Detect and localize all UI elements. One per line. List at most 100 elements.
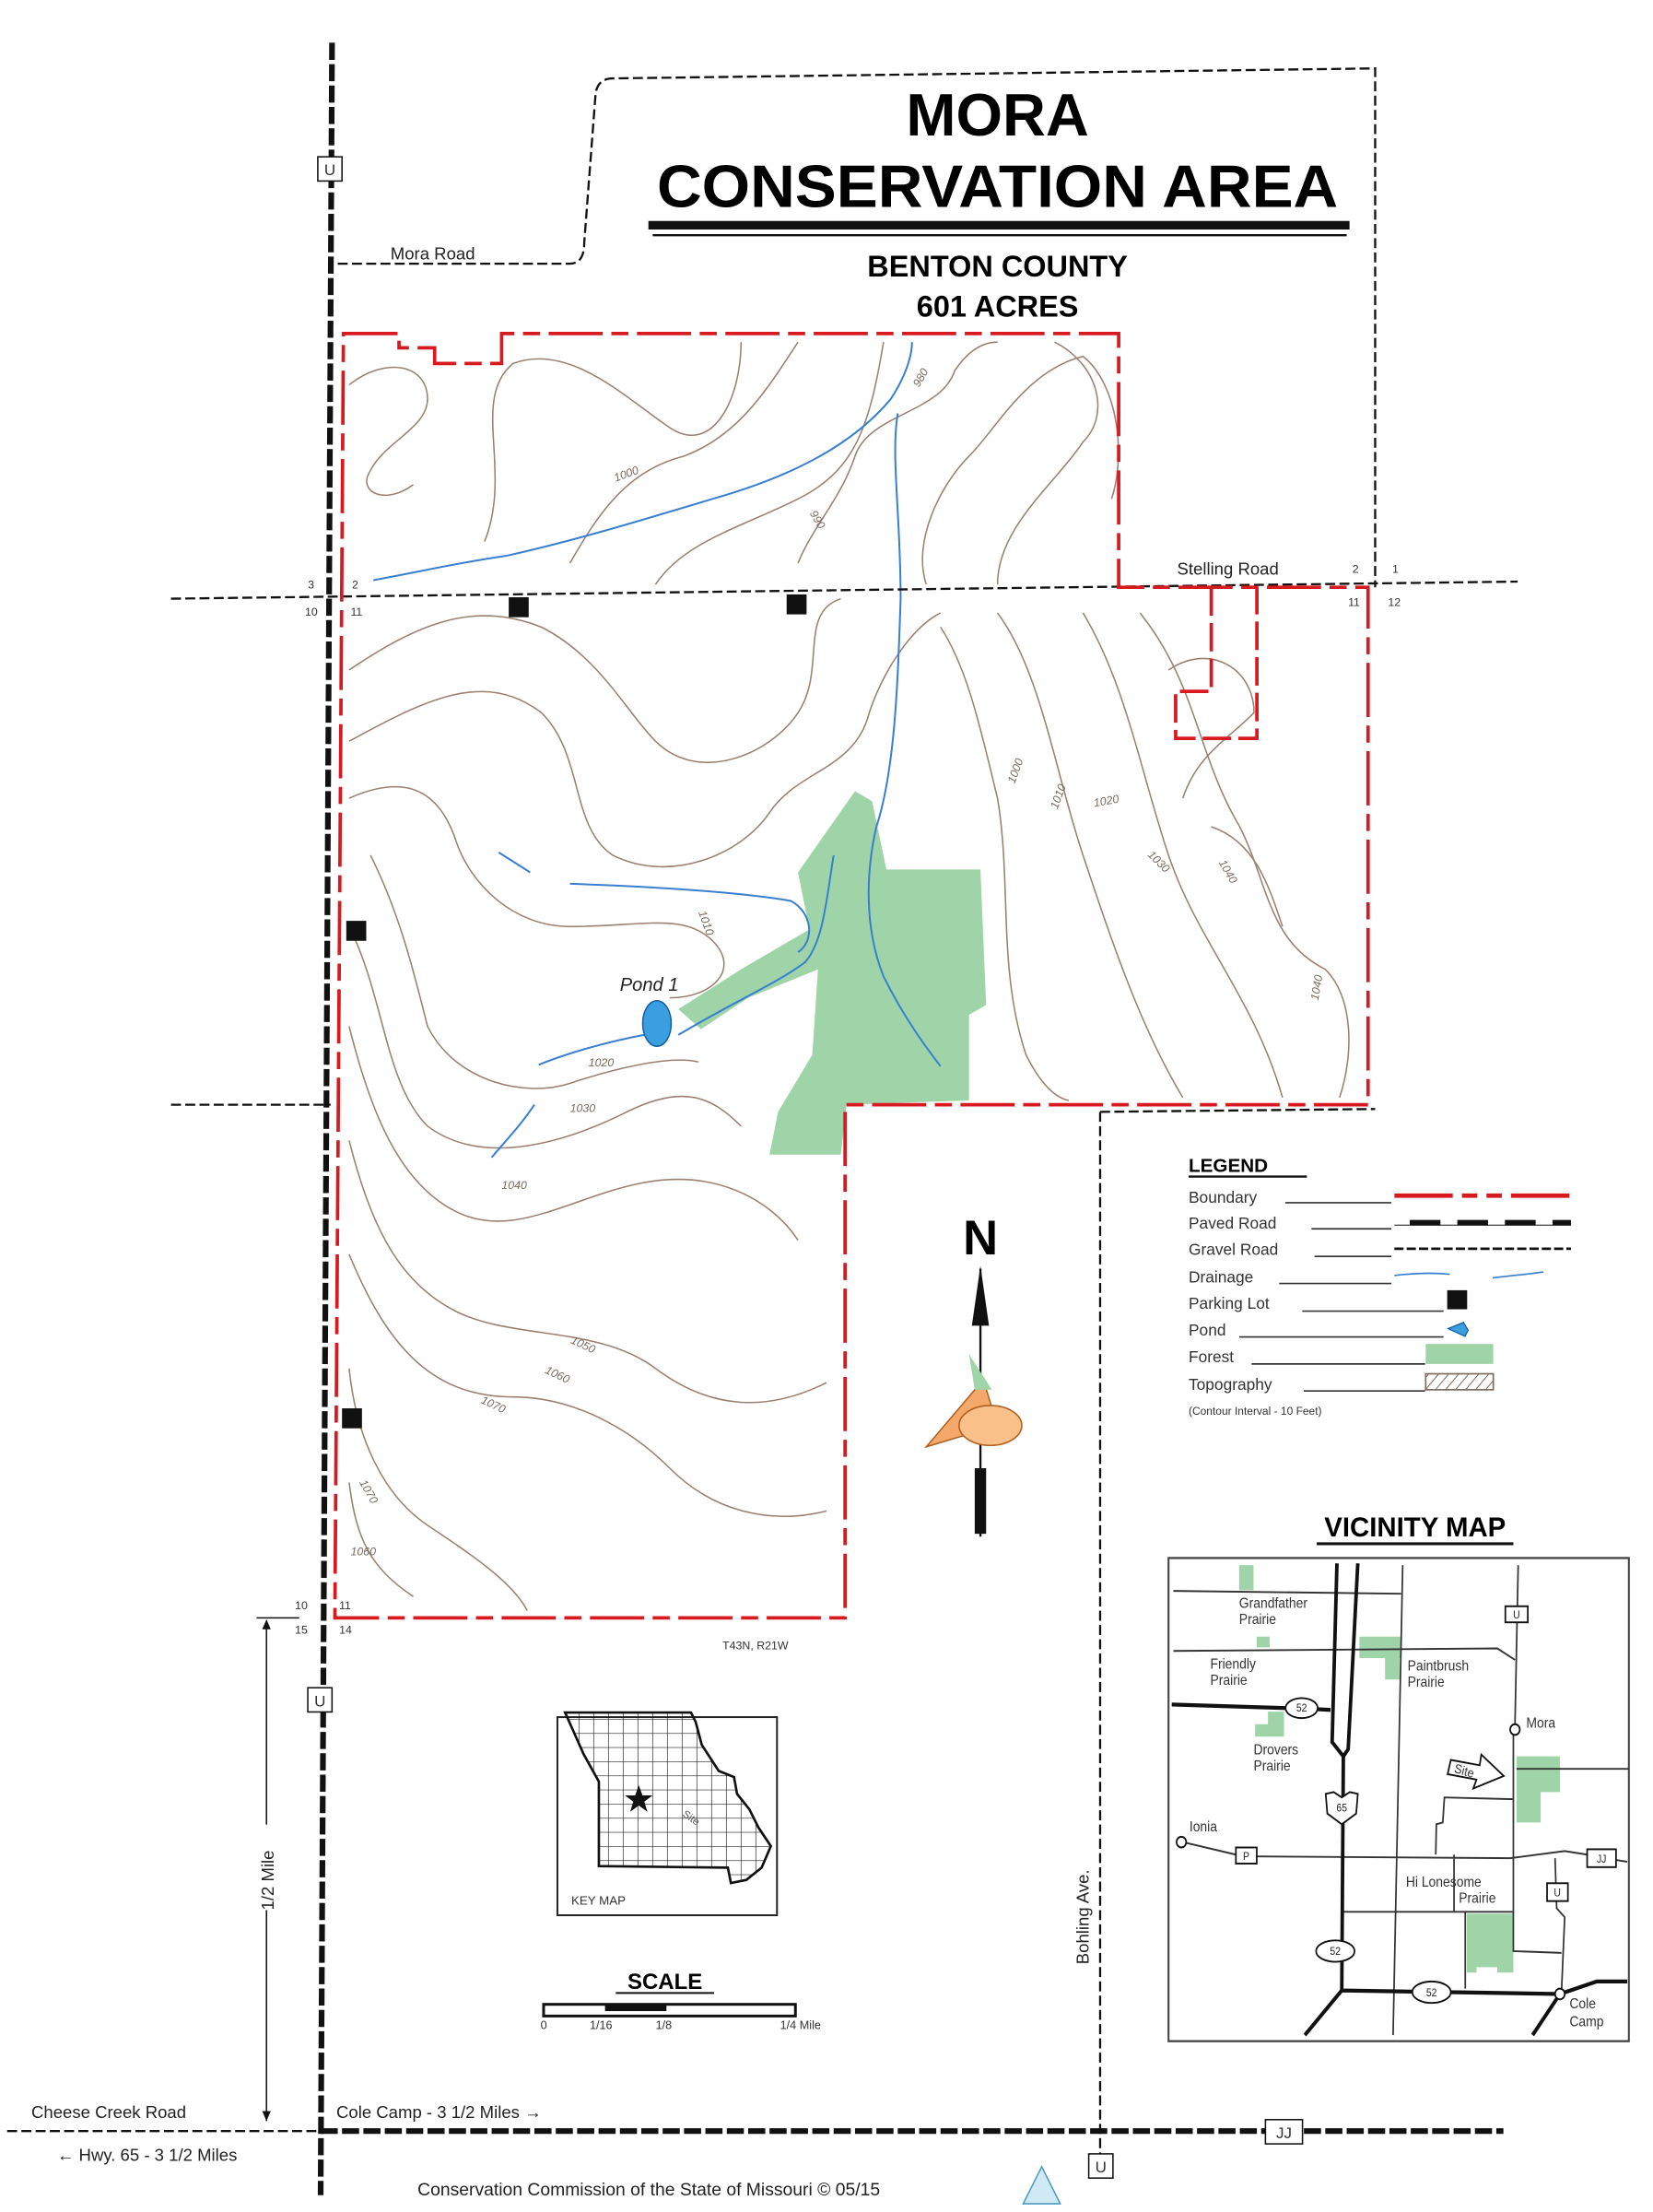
route-jj-shield: JJ — [1264, 2119, 1304, 2145]
vicinity-map-title: VICINITY MAP — [1324, 1512, 1506, 1543]
svg-text:52: 52 — [1296, 1703, 1307, 1715]
title-line1: MORA — [906, 81, 1088, 148]
stelling-road — [170, 580, 1518, 600]
parking-lot — [509, 597, 529, 618]
pond-label: Pond 1 — [620, 975, 679, 995]
svg-text:Prairie: Prairie — [1408, 1675, 1445, 1690]
drainage-streams — [373, 342, 942, 1159]
svg-text:Boundary: Boundary — [1189, 1188, 1258, 1206]
svg-text:Paved Road: Paved Road — [1189, 1214, 1276, 1232]
svg-text:Mora: Mora — [1526, 1716, 1555, 1732]
hwy65-direction: ← Hwy. 65 - 3 1/2 Miles — [57, 2146, 238, 2165]
parking-lot — [786, 594, 807, 615]
legend-pond-symbol — [1446, 1322, 1470, 1337]
route-u-shield: U — [317, 156, 343, 182]
pond — [641, 999, 673, 1047]
svg-text:Camp: Camp — [1569, 2015, 1603, 2030]
svg-text:15: 15 — [295, 1623, 308, 1636]
bohling-ave-label: Bohling Ave. — [1073, 1869, 1093, 1964]
stelling-road-label: Stelling Road — [1177, 559, 1278, 578]
area-boundary-notch — [1174, 587, 1259, 740]
route-u-shield: U — [307, 1687, 334, 1713]
svg-text:T43N, R21W: T43N, R21W — [722, 1639, 789, 1652]
svg-text:65: 65 — [1336, 1803, 1347, 1815]
svg-text:1000: 1000 — [612, 464, 640, 485]
svg-text:12: 12 — [1388, 595, 1401, 608]
svg-text:U: U — [324, 161, 335, 179]
svg-text:1000: 1000 — [1005, 757, 1026, 785]
svg-text:3: 3 — [308, 579, 314, 592]
svg-text:Cole: Cole — [1569, 1996, 1596, 2012]
legend-forest-symbol — [1425, 1344, 1494, 1364]
svg-text:Topography: Topography — [1189, 1375, 1272, 1394]
svg-text:SCALE: SCALE — [627, 1970, 702, 1994]
svg-text:Grandfather: Grandfather — [1239, 1596, 1307, 1612]
svg-text:Ionia: Ionia — [1190, 1819, 1218, 1835]
svg-text:U: U — [1553, 1888, 1561, 1900]
topography-contours — [348, 341, 1350, 1612]
svg-text:1040: 1040 — [1308, 974, 1326, 1002]
svg-text:0: 0 — [541, 2018, 547, 2031]
svg-text:Drainage: Drainage — [1189, 1268, 1253, 1287]
svg-text:980: 980 — [910, 366, 931, 389]
svg-text:11: 11 — [1348, 595, 1360, 608]
svg-text:Hi Lonesome: Hi Lonesome — [1406, 1876, 1482, 1891]
svg-text:1/2 Mile: 1/2 Mile — [258, 1850, 277, 1910]
svg-text:Gravel Road: Gravel Road — [1189, 1241, 1278, 1259]
svg-text:11: 11 — [350, 606, 362, 618]
gravel-road-mora — [337, 67, 1377, 588]
svg-text:10: 10 — [305, 606, 318, 618]
svg-text:KEY MAP: KEY MAP — [571, 1893, 626, 1907]
footer-credit: Conservation Commission of the State of … — [417, 2181, 880, 2200]
svg-text:10: 10 — [295, 1599, 308, 1612]
svg-text:Forest: Forest — [1189, 1347, 1234, 1366]
county-label: BENTON COUNTY — [867, 250, 1128, 283]
svg-text:Parking Lot: Parking Lot — [1189, 1294, 1270, 1312]
svg-text:1/16: 1/16 — [590, 2018, 613, 2031]
svg-text:Drovers: Drovers — [1253, 1743, 1298, 1759]
scale-bar: SCALE 0 1/16 1/8 1/4 Mile — [541, 1970, 821, 2031]
title-line2: CONSERVATION AREA — [657, 152, 1338, 219]
acreage-label: 601 ACRES — [917, 289, 1079, 323]
cole-camp-direction: Cole Camp - 3 1/2 Miles → — [336, 2102, 542, 2122]
svg-text:52: 52 — [1426, 1987, 1437, 1999]
svg-text:11: 11 — [339, 1599, 351, 1612]
mdc-logo-icon — [1022, 2165, 1061, 2205]
svg-text:Prairie: Prairie — [1459, 1891, 1495, 1907]
site-star-icon — [625, 1785, 653, 1812]
svg-text:P: P — [1243, 1852, 1249, 1864]
north-arrow: N — [924, 1211, 1023, 1537]
svg-text:2: 2 — [352, 579, 358, 592]
mdc-emblem-icon — [924, 1354, 1023, 1449]
parking-lot — [342, 1408, 362, 1429]
svg-text:N: N — [963, 1211, 998, 1265]
svg-text:1020: 1020 — [1093, 793, 1120, 810]
svg-text:1/4 Mile: 1/4 Mile — [780, 2018, 821, 2031]
svg-text:1040: 1040 — [1216, 857, 1240, 886]
svg-text:2: 2 — [1353, 563, 1359, 576]
svg-text:1060: 1060 — [544, 1363, 572, 1385]
svg-text:1040: 1040 — [501, 1179, 527, 1192]
svg-text:JJ: JJ — [1597, 1853, 1606, 1865]
mora-road-label: Mora Road — [391, 243, 475, 263]
svg-text:Prairie: Prairie — [1210, 1673, 1247, 1688]
svg-text:1060: 1060 — [350, 1545, 376, 1558]
svg-text:1010: 1010 — [696, 909, 717, 937]
svg-text:Friendly: Friendly — [1210, 1657, 1256, 1673]
svg-text:U: U — [314, 1692, 325, 1710]
half-mile-dimension: 1/2 Mile — [256, 1617, 299, 2122]
forest-area — [678, 791, 987, 1155]
svg-text:LEGEND: LEGEND — [1189, 1156, 1268, 1177]
svg-text:Pond: Pond — [1189, 1321, 1225, 1339]
svg-text:U: U — [1513, 1609, 1520, 1621]
route-u-shield: U — [1087, 2153, 1114, 2179]
svg-text:1/8: 1/8 — [656, 2018, 673, 2031]
cheese-creek-road-label: Cheese Creek Road — [31, 2102, 186, 2122]
parking-lot — [346, 921, 367, 941]
route-u-west-road — [317, 42, 335, 2195]
svg-text:Site: Site — [1453, 1761, 1476, 1781]
svg-text:990: 990 — [807, 508, 827, 531]
